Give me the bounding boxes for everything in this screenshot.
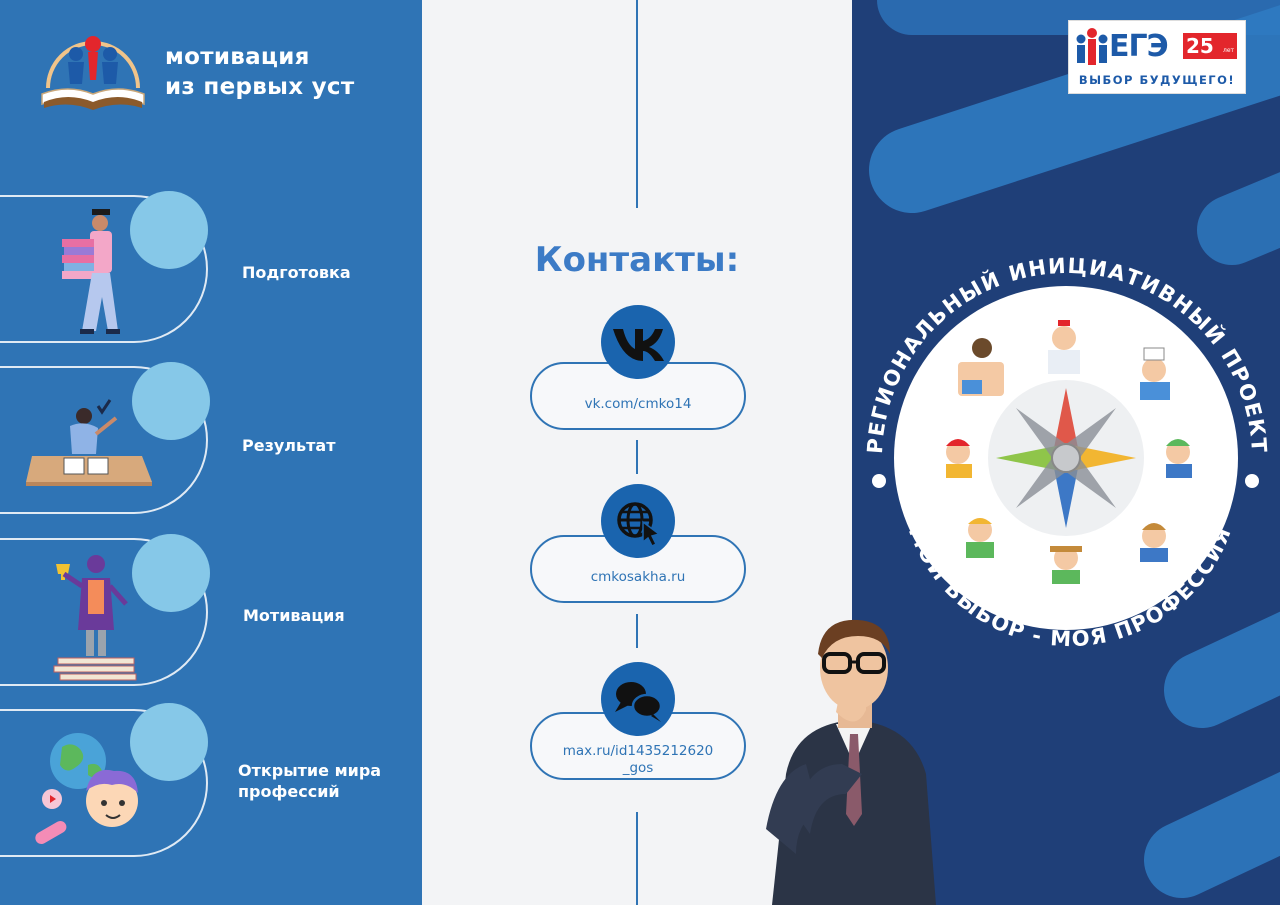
project-emblem: РЕГИОНАЛЬНЫЙ ИНИЦИАТИВНЫЙ ПРОЕКТ МОЙ ВЫБ… <box>863 254 1270 652</box>
teacher-icon <box>966 518 994 558</box>
emblem-dot-right <box>1245 474 1259 488</box>
card-label-professions-line-1: Открытие мира <box>238 761 382 780</box>
contact-site-link[interactable]: cmkosakha.ru <box>590 569 686 585</box>
ege-logo-title: ЕГЭ <box>1109 29 1169 64</box>
divider-line <box>636 812 638 905</box>
card-preparation <box>0 191 208 343</box>
world-kid-icon <box>35 733 138 844</box>
book-logo-icon <box>41 36 145 110</box>
brand-title: мотивация из первых уст <box>165 42 355 102</box>
brand-line-1: мотивация <box>165 44 310 70</box>
ege-logo: ЕГЭ 25 лет ВЫБОР БУДУЩЕГО! <box>1068 20 1246 94</box>
card-label-professions-line-2: профессий <box>238 782 340 801</box>
emblem-dot-left <box>872 474 886 488</box>
winner-trophy-icon <box>53 555 137 681</box>
vk-icon[interactable] <box>601 305 675 379</box>
farmer-icon <box>1050 546 1082 584</box>
ege-figures-icon <box>1076 28 1108 65</box>
ege-logo-badge: 25 <box>1183 33 1237 59</box>
decor-circle <box>132 534 210 612</box>
thinking-man-illustration <box>766 619 936 905</box>
divider-line <box>636 0 638 208</box>
contact-max-line-2: _gos <box>622 760 654 776</box>
divider-line <box>636 614 638 648</box>
decor-circle <box>132 362 210 440</box>
chat-bubbles-icon[interactable] <box>601 662 675 736</box>
card-professions <box>0 703 208 857</box>
card-motivation <box>0 534 210 686</box>
globe-cursor-icon[interactable] <box>601 484 675 558</box>
brand-line-2: из первых уст <box>165 74 355 100</box>
decor-circle <box>130 191 208 269</box>
student-books-icon <box>62 209 120 334</box>
card-label-professions: Открытие мира профессий <box>238 760 381 802</box>
student-desk-icon <box>26 399 152 486</box>
contacts-panel: Контакты: vk.com/cmko14 cmkosakha.ru max… <box>422 0 852 905</box>
ege-logo-slogan: ВЫБОР БУДУЩЕГО! <box>1078 73 1236 87</box>
ege-logo-badge-small: лет <box>1223 47 1235 54</box>
card-result <box>0 362 210 514</box>
contact-max-link[interactable]: max.ru/id1435212620 _gos <box>532 743 744 777</box>
writer-icon <box>946 439 972 478</box>
decor-circle <box>130 703 208 781</box>
card-label-motivation: Мотивация <box>243 606 345 625</box>
contact-vk-link[interactable]: vk.com/cmko14 <box>584 396 692 412</box>
divider-line <box>636 440 638 474</box>
card-label-preparation: Подготовка <box>242 263 351 282</box>
contacts-title: Контакты: <box>534 240 740 280</box>
contact-max-line-1: max.ru/id1435212620 <box>562 743 714 759</box>
project-panel: ЕГЭ 25 лет ВЫБОР БУДУЩЕГО! РЕГИОНАЛЬНЫЙ … <box>852 0 1280 905</box>
nurse-icon <box>1048 320 1080 374</box>
card-label-result: Результат <box>242 436 336 455</box>
programmer-icon <box>958 338 1004 396</box>
left-panel: мотивация из первых уст Подготовка <box>0 0 422 905</box>
cashier-icon <box>1140 523 1168 562</box>
mechanic-icon <box>1166 439 1192 478</box>
chef-icon <box>1140 347 1170 400</box>
